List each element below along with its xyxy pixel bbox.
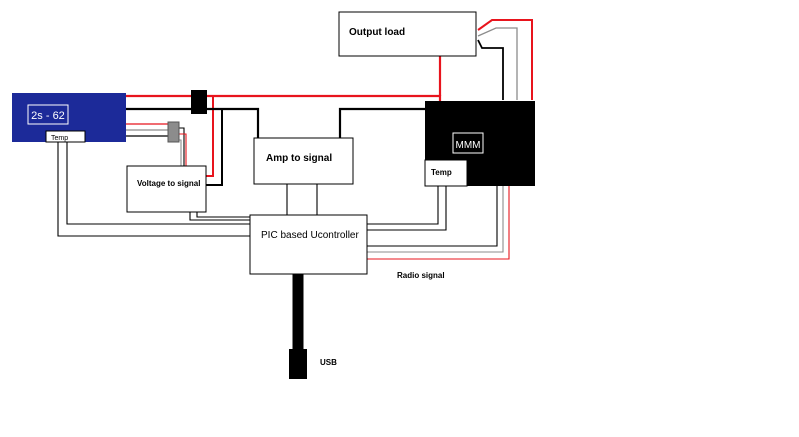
output-load-box: Output load: [338, 11, 477, 57]
gray-wire-load: [477, 27, 518, 100]
red-wire-to-voltage-box: [204, 96, 214, 177]
radio-signal-label: Radio signal: [397, 271, 445, 280]
temp-wire-motor-1: [367, 186, 439, 225]
black-wire-amp-to-motor: [338, 107, 430, 138]
signal-wire-voltage-1: [189, 212, 250, 221]
black-wire-to-voltage-box: [206, 109, 223, 186]
battery-label: 2s - 62: [31, 110, 65, 122]
output-load-label: Output load: [349, 27, 405, 38]
radio-wire-3: [367, 186, 510, 260]
battery-pack: 2s - 62 Temp: [12, 93, 126, 143]
motor-temp-box: [424, 159, 468, 187]
red-wire-main: [126, 94, 442, 103]
amp-to-signal-box: Amp to signal: [253, 137, 354, 185]
sense-connector: [167, 121, 180, 143]
voltage-to-signal-box: Voltage to signal: [126, 165, 207, 213]
black-wire-load: [477, 39, 504, 100]
battery-temp-label: Temp: [51, 135, 68, 142]
amp-to-signal-label: Amp to signal: [266, 153, 332, 164]
red-wire-load-return: [477, 19, 533, 100]
controller-frame: [249, 214, 368, 275]
battery-label-frame: [27, 104, 69, 125]
sense-wire-c: [178, 139, 182, 166]
usb-label: USB: [320, 358, 337, 367]
output-load-frame: [338, 11, 477, 57]
fuse: [191, 90, 207, 114]
wires: [57, 19, 533, 350]
sense-wire-a: [178, 127, 185, 166]
temp-wire-motor-2: [367, 186, 447, 231]
usb-plug: [289, 349, 307, 379]
battery-temp-box: [45, 130, 86, 143]
voltage-to-signal-label: Voltage to signal: [137, 179, 200, 188]
motor-temp-label: Temp: [431, 168, 452, 177]
signal-wire-voltage-2: [196, 212, 250, 218]
motor-block: MMM Temp: [424, 101, 535, 187]
controller-label: PIC based Ucontroller: [261, 230, 359, 241]
motor-label-frame: [452, 132, 484, 154]
temp-wire-battery-2: [66, 142, 250, 225]
motor-label: MMM: [456, 140, 481, 151]
voltage-to-signal-frame: [126, 165, 207, 213]
radio-wire-1: [367, 186, 498, 247]
controller-box: PIC based Ucontroller: [249, 214, 368, 275]
sense-wire-b: [178, 133, 187, 166]
amp-to-signal-frame: [253, 137, 354, 185]
temp-wire-battery-1: [57, 142, 250, 237]
radio-wire-2: [367, 186, 504, 253]
black-wire-main: [126, 107, 260, 138]
